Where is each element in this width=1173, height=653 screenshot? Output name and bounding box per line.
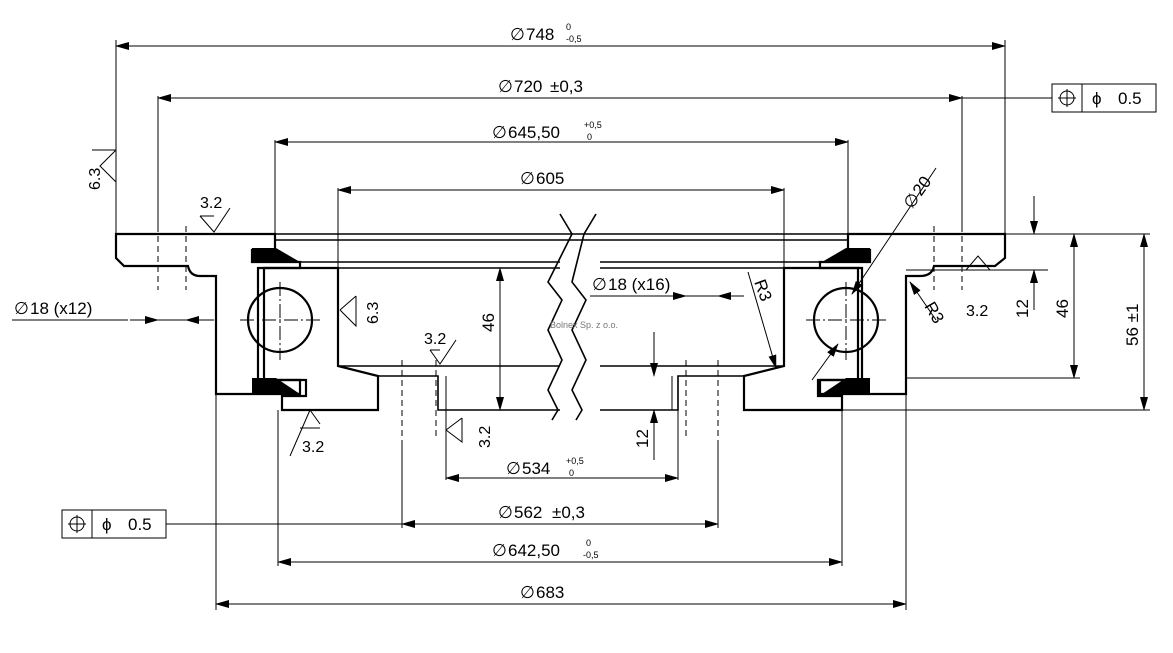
dim-748-upper: 0 bbox=[566, 22, 571, 32]
roughness-bottom-left: 3.2 bbox=[302, 439, 324, 456]
seal-bottom-left bbox=[252, 378, 300, 394]
diameter-symbol: ∅ bbox=[492, 541, 507, 560]
dim-683: 683 bbox=[536, 583, 564, 602]
roughness-bottom-center: 3.2 bbox=[477, 426, 494, 448]
bearing-cross-section bbox=[114, 213, 1007, 440]
dimension-lines bbox=[12, 40, 1150, 610]
break-line bbox=[547, 213, 573, 421]
seal-top-right bbox=[822, 248, 870, 262]
height-46-left: 46 bbox=[479, 313, 498, 332]
tolerance-bottom-left-symbol: ϕ bbox=[102, 515, 112, 534]
tolerance-bottom-left-value: 0.5 bbox=[128, 515, 152, 534]
roughness-inner: 6.3 bbox=[365, 302, 382, 324]
roughness-inner-low: 3.2 bbox=[424, 331, 446, 348]
diameter-symbol: ∅ bbox=[14, 299, 29, 318]
dim-720: 720 bbox=[514, 77, 542, 96]
diameter-symbol: ∅ bbox=[510, 25, 525, 44]
dim-18x12: 18 (x12) bbox=[30, 299, 92, 318]
dim-642-lower: -0,5 bbox=[583, 550, 599, 560]
dim-605: 605 bbox=[536, 169, 564, 188]
watermark: Bolnex Sp. z o.o. bbox=[550, 320, 618, 330]
diameter-symbol: ∅ bbox=[506, 459, 521, 478]
radius-r3-left: R3 bbox=[750, 277, 775, 304]
dim-534: 534 bbox=[522, 459, 550, 478]
dim-534-upper: +0,5 bbox=[566, 456, 584, 466]
diameter-symbol: ∅ bbox=[520, 169, 535, 188]
height-56: 56 ±1 bbox=[1123, 304, 1142, 346]
roughness-symbols bbox=[92, 149, 1000, 457]
diameter-symbol: ∅ bbox=[498, 77, 513, 96]
dim-642: 642,50 bbox=[508, 541, 560, 560]
dim-562-tol: ±0,3 bbox=[552, 503, 585, 522]
dim-645: 645,50 bbox=[508, 123, 560, 142]
dim-720-tol: ±0,3 bbox=[550, 77, 583, 96]
dim-562: 562 bbox=[514, 503, 542, 522]
dim-534-lower: 0 bbox=[569, 468, 574, 478]
roughness-right: 3.2 bbox=[966, 303, 988, 320]
tolerance-frame-bottom-left bbox=[61, 509, 167, 539]
height-12-bottom: 12 bbox=[633, 429, 652, 448]
height-12-right: 12 bbox=[1013, 299, 1032, 318]
diameter-symbol: ∅ bbox=[592, 275, 607, 294]
dim-642-upper: 0 bbox=[586, 538, 591, 548]
diameter-symbol: ∅ bbox=[492, 123, 507, 142]
diameter-symbol: ∅ bbox=[498, 503, 513, 522]
inner-ring-right bbox=[742, 266, 860, 412]
roughness-top-left: 3.2 bbox=[200, 195, 222, 212]
dim-18x16: 18 (x16) bbox=[608, 275, 670, 294]
tolerance-frame-top-right bbox=[1051, 83, 1157, 113]
dim-748: 748 bbox=[526, 25, 554, 44]
tolerance-top-right-value: 0.5 bbox=[1118, 89, 1142, 108]
height-46-right: 46 bbox=[1053, 299, 1072, 318]
dim-748-lower: -0,5 bbox=[566, 34, 582, 44]
inner-ring-left bbox=[262, 266, 380, 412]
seal-top-left bbox=[252, 248, 300, 262]
dim-645-upper: +0,5 bbox=[584, 120, 602, 130]
diameter-symbol: ∅ bbox=[520, 583, 535, 602]
roughness-side: 6.3 bbox=[87, 168, 104, 190]
seal-bottom-right bbox=[822, 378, 870, 394]
dim-645-lower: 0 bbox=[587, 132, 592, 142]
roughness-labels: 3.2 6.3 6.3 3.2 3.2 3.2 3.2 bbox=[87, 168, 988, 456]
tolerance-top-right-symbol: ϕ bbox=[1092, 89, 1102, 108]
